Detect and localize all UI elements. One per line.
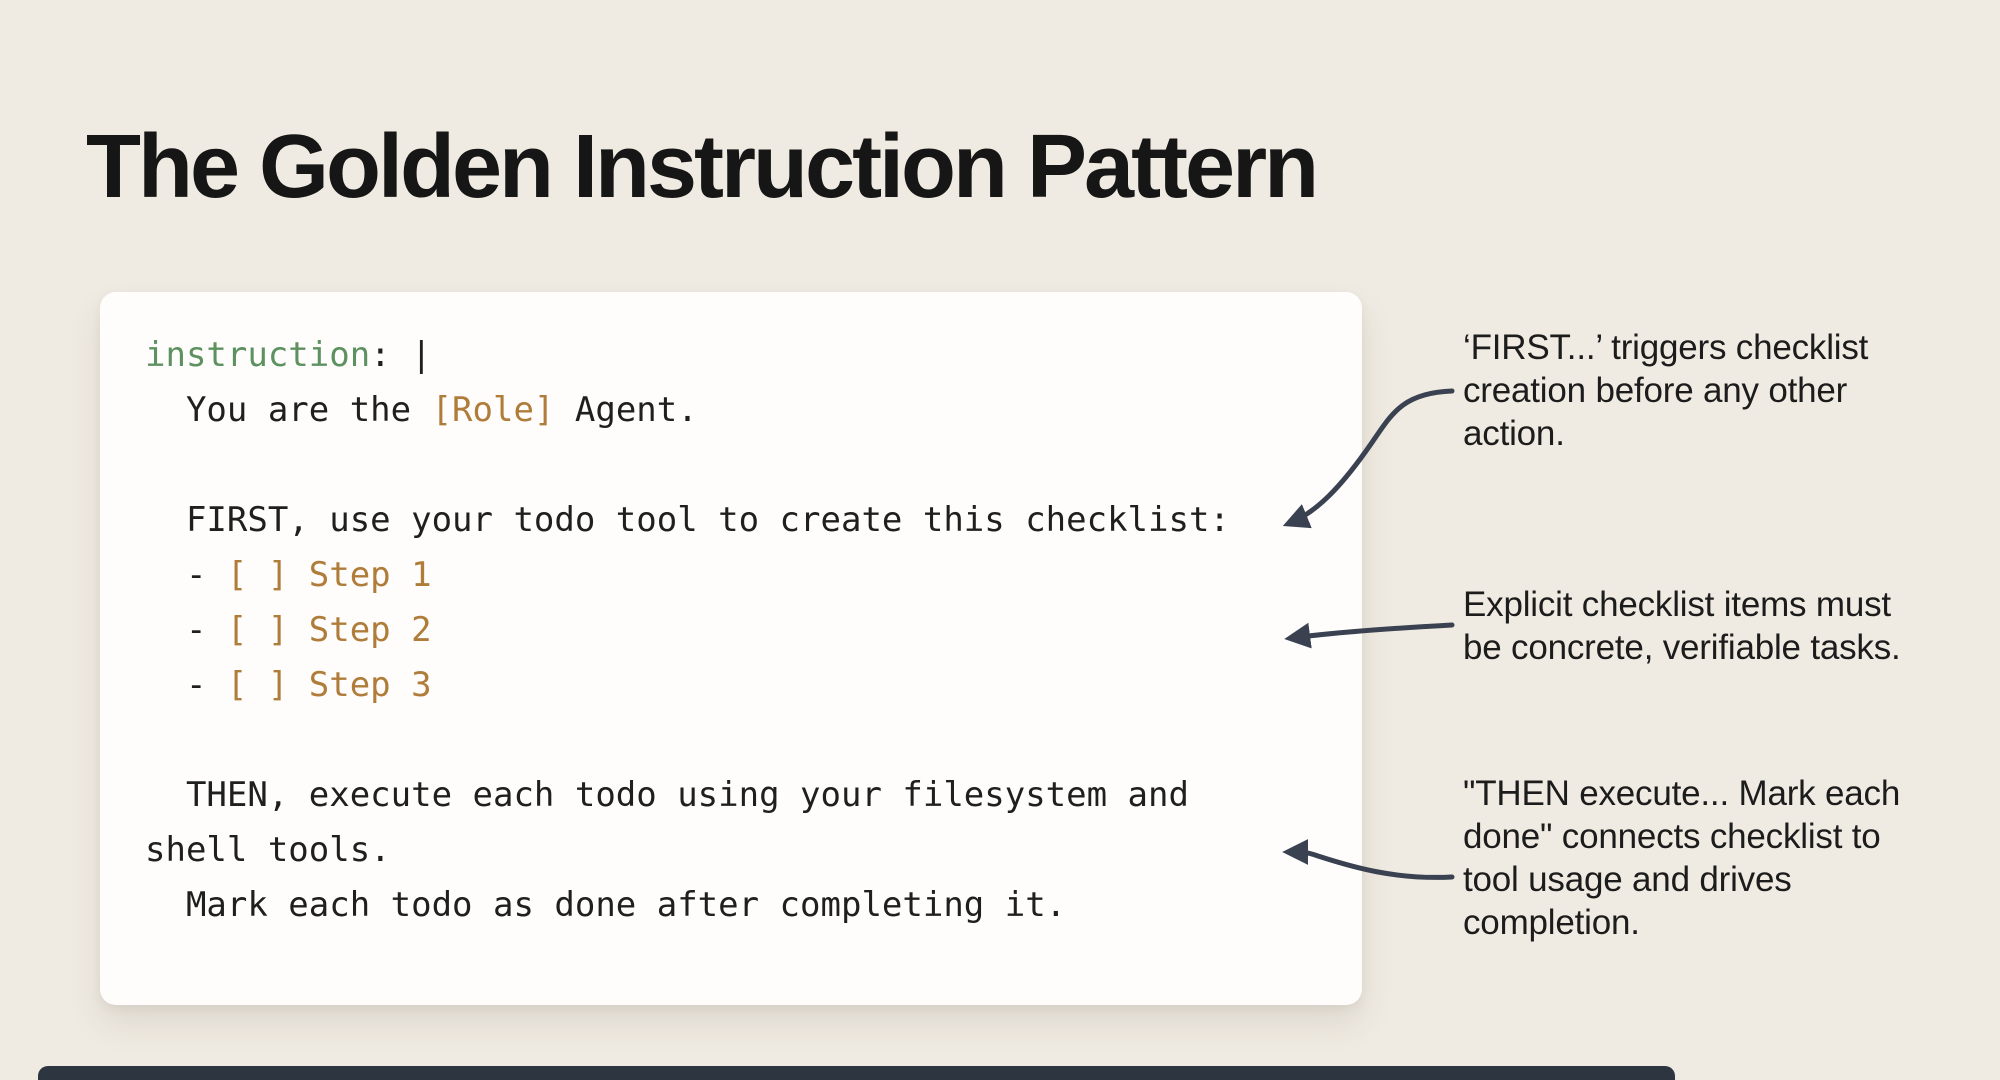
annotation-then-execute: "THEN execute... Mark each done" connects… [1463,772,2000,944]
annotation-line: creation before any other [1463,371,1848,410]
code-block: instruction: | You are the [Role] Agent.… [145,328,1230,933]
instruction-code-card: instruction: | You are the [Role] Agent.… [100,292,1362,1005]
annotation-line: "THEN execute... Mark each [1463,774,1901,813]
code-line: - [ ] Step 1 [145,555,432,595]
annotation-line: completion. [1463,903,1640,942]
code-line: You are the [Role] Agent. [145,390,698,430]
code-line: Mark each todo as done after completing … [145,885,1067,925]
code-line [145,713,1230,768]
code-line: - [ ] Step 3 [145,665,432,705]
annotation-line: ‘FIRST...’ triggers checklist [1463,328,1869,367]
code-line [145,438,1230,493]
annotation-line: done" connects checklist to [1463,817,1881,856]
code-line: instruction: | [145,335,432,375]
code-line: THEN, execute each todo using your files… [145,775,1189,815]
page-title: The Golden Instruction Pattern [86,117,1319,217]
code-line: - [ ] Step 2 [145,610,432,650]
annotation-line: Explicit checklist items must [1463,585,1891,624]
code-line: FIRST, use your todo tool to create this… [145,500,1230,540]
bottom-dark-bar [38,1066,1675,1080]
annotation-explicit-items: Explicit checklist items must be concrete… [1463,583,2000,669]
annotation-first-trigger: ‘FIRST...’ triggers checklist creation be… [1463,326,2000,455]
code-line: shell tools. [145,830,391,870]
annotation-line: action. [1463,414,1565,453]
annotation-line: tool usage and drives [1463,860,1792,899]
annotation-line: be concrete, verifiable tasks. [1463,628,1901,667]
